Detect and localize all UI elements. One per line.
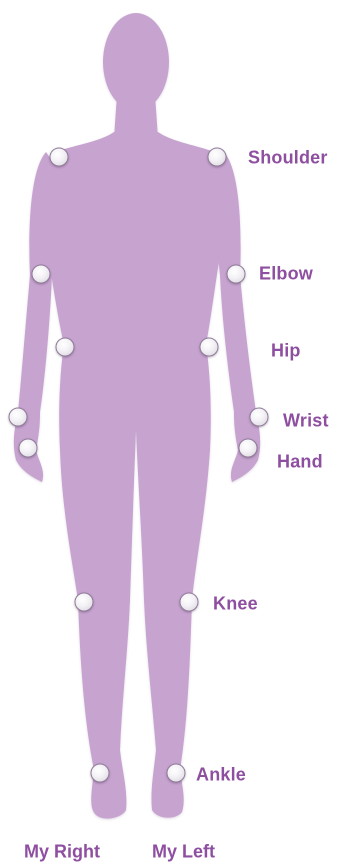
right-hand-joint[interactable] <box>19 439 38 458</box>
wrist-label: Wrist <box>283 411 329 432</box>
right-shoulder-joint[interactable] <box>50 148 69 167</box>
left-ankle-joint[interactable] <box>167 764 186 783</box>
hip-label: Hip <box>271 341 301 362</box>
right-ankle-joint[interactable] <box>91 764 110 783</box>
shoulder-label: Shoulder <box>248 148 328 169</box>
right-knee-joint[interactable] <box>75 593 94 612</box>
left-hand-joint[interactable] <box>239 439 258 458</box>
hand-label: Hand <box>277 452 323 473</box>
left-hip-joint[interactable] <box>200 338 219 357</box>
left-wrist-joint[interactable] <box>250 408 269 427</box>
left-knee-joint[interactable] <box>180 593 199 612</box>
left-shoulder-joint[interactable] <box>208 148 227 167</box>
right-hip-joint[interactable] <box>56 338 75 357</box>
figure-shape <box>14 13 260 819</box>
right-elbow-joint[interactable] <box>32 265 51 284</box>
ankle-label: Ankle <box>196 765 246 786</box>
right-wrist-joint[interactable] <box>9 408 28 427</box>
my-left-label: My Left <box>152 842 215 863</box>
elbow-label: Elbow <box>259 264 313 285</box>
knee-label: Knee <box>213 594 258 615</box>
my-right-label: My Right <box>24 842 100 863</box>
left-elbow-joint[interactable] <box>227 265 246 284</box>
